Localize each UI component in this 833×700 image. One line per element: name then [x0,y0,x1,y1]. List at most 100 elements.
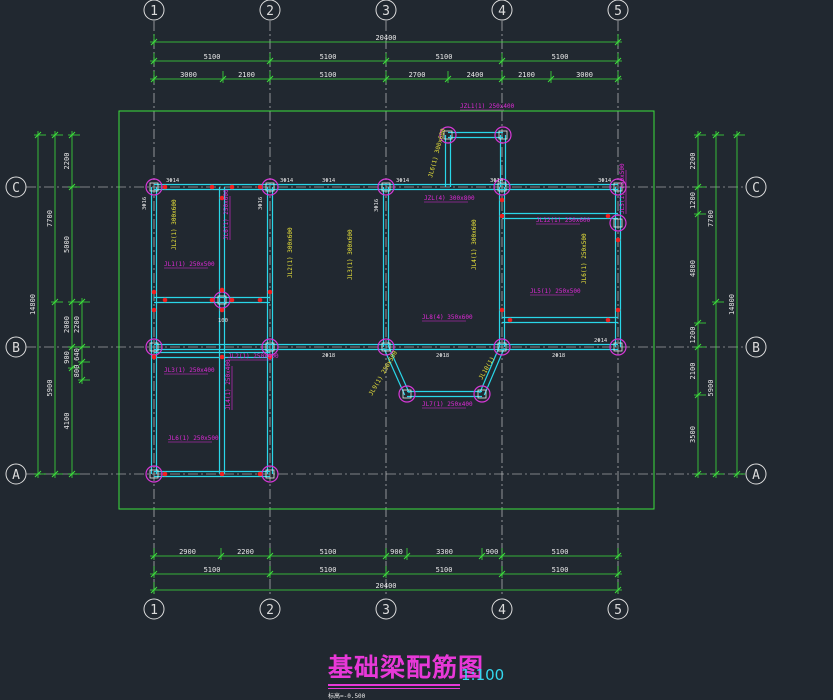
dim-left-inner-text: 2200 [73,316,81,333]
dim-top-row2-tick [150,75,158,83]
dim-bottom-row1-tick [266,552,274,560]
dim-bottom-row1-tick [614,552,622,560]
dim-right-mid-text: 4800 [689,260,697,277]
dim-left-total-tick [34,131,42,139]
rebar-point [257,297,263,303]
axis-label: 4 [498,4,506,19]
dim-right-mid-text: 1200 [689,192,697,209]
dim-bottom-total-tick [614,586,622,594]
axis-bubble [745,336,767,358]
axis-bubble [491,0,513,21]
rebar-annotation: 3Φ16 [258,197,264,210]
dim-bottom-row2-tick [266,570,274,578]
column-pad-core [613,182,623,192]
rebar-annotation: 3Φ16 [374,199,380,212]
beam-segment [383,347,406,396]
rebar-point [209,297,215,303]
rebar-point [267,289,273,295]
column-pad-ring [493,338,511,356]
foundation-beams [150,131,622,478]
dim-left-inner-tick [78,376,86,384]
rebar-point [229,184,235,190]
rebar-annotation: 2Φ18 [322,353,335,359]
dim-top-row1-tick [266,57,274,65]
axis-label: B [12,341,20,356]
dim-left-mid-tick [68,343,76,351]
foundation-outline-rect [118,110,655,510]
dim-right-outer-text: 7700 [707,210,715,227]
beam-label-yellow: JL4(1) 300x600 [471,219,478,270]
column-pad-core [613,218,623,228]
dim-top-row1-tick [498,57,506,65]
dim-left-inner-tick [78,358,86,366]
dim-left-inner-text: 640 [73,348,81,361]
axis-bubble [143,0,165,21]
dim-top-row2-text: 3000 [576,71,593,79]
dim-bottom-row1-tick [478,552,486,560]
rebar-point [219,354,225,360]
column-pad-core [381,182,391,192]
axis-label: A [12,468,20,483]
dim-right-mid-text: 3500 [689,426,697,443]
rebar-annotation: 2Φ18 [436,353,449,359]
axis-label: C [12,181,20,196]
axis-bubble [745,176,767,198]
title-underline [328,684,460,686]
dim-bottom-row2-tick [614,570,622,578]
rebar-annotation: 3Φ16 [142,197,148,210]
beam-segment [479,345,501,394]
column-pad-core [149,469,159,479]
dim-top-row2-tick [498,75,506,83]
rebar-point [151,307,157,313]
axis-bubble [375,0,397,21]
dim-right-total-text: 14800 [728,294,736,315]
column-pad-core [217,295,227,305]
dim-left-inner-text: 800 [73,365,81,378]
elevation-note: 标高=-0.500 [328,693,366,700]
dim-right-mid-tick [694,470,702,478]
dim-right-mid-text: 1200 [689,327,697,344]
axis-bubble [143,598,165,620]
rebar-point [267,354,273,360]
column-pad-core [265,182,275,192]
beam-label-magenta: JL5(1) 250x500 [530,288,581,295]
dim-left-total-tick [34,470,42,478]
rebar-annotation: 3Φ14 [490,178,504,184]
dim-right-mid-tick [694,391,702,399]
column-pad-ring [494,126,512,144]
column-pad-ring [473,385,491,403]
axis-bubble [259,0,281,21]
column-pad-ring [609,338,627,356]
dim-left-outer-text: 7700 [46,210,54,227]
dim-right-total-tick [733,470,741,478]
beam-label-yellow: JL2(1) 300x600 [171,199,178,250]
rebar-point [209,184,215,190]
dim-left-mid-text: 2200 [63,153,71,170]
dim-top-row2-tick [219,75,227,83]
column-pad-ring [439,126,457,144]
rebar-annotation: 2Φ14 [594,338,608,344]
axis-bubble [745,463,767,485]
rebar-point [507,317,513,323]
rebar-point [615,237,621,243]
dim-left-outer-tick [51,298,59,306]
column-pad-ring [609,214,627,232]
beam-label-magenta: JL1(1) 250x500 [164,261,215,268]
axis-label: 3 [382,603,390,618]
beam-label-magenta: JL6(1) 250x500 [168,435,219,442]
axis-label: 4 [498,603,506,618]
rebar-point [162,471,168,477]
beam-label-magenta: JL7(1) 250x400 [422,401,473,408]
dim-top-row2-tick [382,75,390,83]
beam-label-magenta: JL5(1) 250x500 [619,163,626,214]
title-underline-thin [328,688,460,689]
column-pad-core [149,182,159,192]
axis-label: 1 [150,4,158,19]
beam-label-yellow: JL6(1) 250x500 [581,233,588,284]
rebar-point [229,297,235,303]
dim-left-inner-tick [78,343,86,351]
column-pad-core [443,130,453,140]
column-pad-ring [145,465,163,483]
dim-bottom-row2-text: 5100 [320,566,337,574]
column-pad-core [402,389,412,399]
